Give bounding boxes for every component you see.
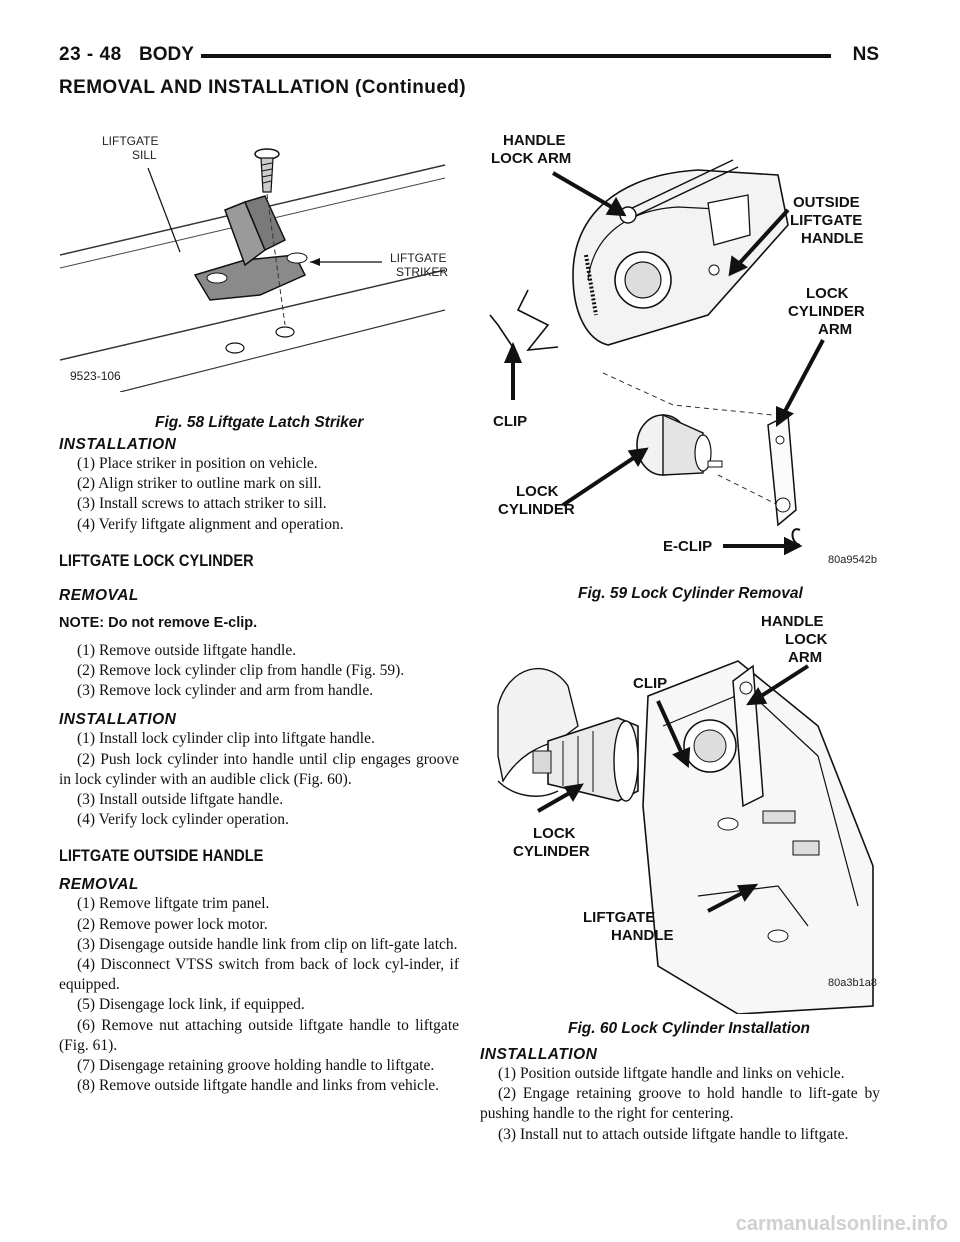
subheading-installation: INSTALLATION [59, 436, 177, 453]
section-title: BODY [139, 44, 194, 65]
watermark: carmanualsonline.info [735, 1213, 948, 1235]
step-text: (7) Disengage retaining groove holding h… [77, 1057, 435, 1075]
step-text: (5) Disengage lock link, if equipped. [77, 996, 305, 1014]
step-text: (3) Install outside liftgate handle. [77, 791, 284, 809]
label-liftgate-sill-2: SILL [132, 148, 157, 162]
model-code: NS [852, 44, 879, 65]
label-handle-lock-arm: HANDLE [761, 613, 824, 630]
figure-58-caption: Fig. 58 Liftgate Latch Striker [155, 414, 364, 431]
lock-cylinder-installation-illustration: HANDLE LOCK ARM CLIP LOCK CYLINDER LIFTG… [497, 613, 877, 1014]
label-lock-cylinder: LOCK [516, 483, 559, 500]
step-text: (3) Install screws to attach striker to … [77, 495, 327, 513]
right-column: INSTALLATION (1) Position outside liftga… [480, 1046, 880, 1145]
figure-58: LIFTGATE SILL LIFTGATE STRIKER 9523-106 [60, 110, 460, 392]
step-text: (2) Align striker to outline mark on sil… [77, 475, 322, 493]
figure-60: HANDLE LOCK ARM CLIP LOCK CYLINDER LIFTG… [478, 606, 888, 1014]
label-outside-liftgate-handle: OUTSIDE [793, 194, 860, 211]
label-outside-liftgate-handle-2: LIFTGATE [790, 212, 862, 229]
step-text: (4) Disconnect VTSS switch from back of … [59, 956, 459, 994]
left-column: INSTALLATION (1) Place striker in positi… [59, 436, 459, 1096]
figure-id-59: 80a9542b [828, 554, 877, 566]
step-text: (8) Remove outside liftgate handle and l… [77, 1077, 439, 1095]
striker-illustration: LIFTGATE SILL LIFTGATE STRIKER 9523-106 [60, 134, 448, 392]
figure-59-caption: Fig. 59 Lock Cylinder Removal [578, 585, 803, 602]
step-text: (4) Verify lock cylinder operation. [77, 811, 289, 829]
heading-lock-cylinder: LIFTGATE LOCK CYLINDER [59, 550, 254, 570]
label-lock-cylinder-2: CYLINDER [513, 843, 590, 860]
step-text: (1) Install lock cylinder clip into lift… [77, 730, 375, 748]
label-e-clip: E-CLIP [663, 538, 712, 555]
step-text: (3) Install nut to attach outside liftga… [498, 1125, 849, 1143]
step-text: (1) Remove liftgate trim panel. [77, 895, 270, 913]
label-liftgate-handle: LIFTGATE [583, 909, 655, 926]
label-outside-liftgate-handle-3: HANDLE [801, 230, 864, 247]
label-liftgate-sill: LIFTGATE [102, 134, 158, 148]
subheading-installation: INSTALLATION [59, 711, 177, 729]
subheading-installation: INSTALLATION [480, 1046, 598, 1063]
label-lock-cylinder-arm: LOCK [806, 285, 849, 302]
step-text: (2) Remove power lock motor. [77, 915, 268, 933]
label-liftgate-handle-2: HANDLE [611, 927, 674, 944]
subheading-removal: REMOVAL [59, 586, 139, 604]
step-text: (4) Verify liftgate alignment and operat… [77, 515, 344, 533]
figure-60-caption: Fig. 60 Lock Cylinder Installation [568, 1020, 811, 1037]
label-liftgate-striker: LIFTGATE [390, 251, 446, 265]
step-text: (3) Disengage outside handle link from c… [77, 935, 458, 953]
label-handle-lock-arm: HANDLE [503, 132, 566, 149]
step-text: (2) Remove lock cylinder clip from handl… [77, 662, 405, 680]
label-lock-cylinder: LOCK [533, 825, 576, 842]
label-lock-cylinder-arm-3: ARM [818, 321, 852, 338]
figure-id-60: 80a3b1a8 [828, 977, 877, 989]
running-head: REMOVAL AND INSTALLATION (Continued) [59, 77, 467, 98]
label-lock-cylinder-2: CYLINDER [498, 501, 575, 518]
step-text: (6) Remove nut attaching outside liftgat… [59, 1016, 459, 1054]
label-handle-lock-arm-2: LOCK [785, 631, 828, 648]
step-text: (2) Push lock cylinder into handle until… [59, 750, 459, 788]
step-text: (1) Remove outside liftgate handle. [77, 641, 297, 659]
page-number: 23 - 48 [59, 44, 122, 65]
step-text: (3) Remove lock cylinder and arm from ha… [77, 682, 374, 700]
heading-outside-handle: LIFTGATE OUTSIDE HANDLE [59, 846, 264, 866]
label-liftgate-striker-2: STRIKER [396, 265, 448, 279]
subheading-removal: REMOVAL [59, 876, 139, 894]
label-handle-lock-arm-3: ARM [788, 649, 822, 666]
step-text: (1) Position outside liftgate handle and… [498, 1065, 845, 1082]
label-handle-lock-arm-2: LOCK ARM [491, 150, 571, 167]
label-clip: CLIP [633, 675, 667, 692]
step-text: (1) Place striker in position on vehicle… [77, 455, 318, 472]
header-rule [201, 54, 831, 58]
step-text: (2) Engage retaining groove to hold hand… [480, 1085, 880, 1123]
label-lock-cylinder-arm-2: CYLINDER [788, 303, 865, 320]
figure-id-58: 9523-106 [70, 369, 121, 383]
page-header: 23 - 48 BODY NS [59, 44, 879, 72]
lock-cylinder-removal-illustration: HANDLE LOCK ARM OUTSIDE LIFTGATE HANDLE … [489, 132, 877, 566]
label-clip: CLIP [493, 413, 527, 430]
note-text: NOTE: Do not remove E-clip. [59, 614, 258, 631]
figure-59: HANDLE LOCK ARM OUTSIDE LIFTGATE HANDLE … [478, 115, 888, 585]
